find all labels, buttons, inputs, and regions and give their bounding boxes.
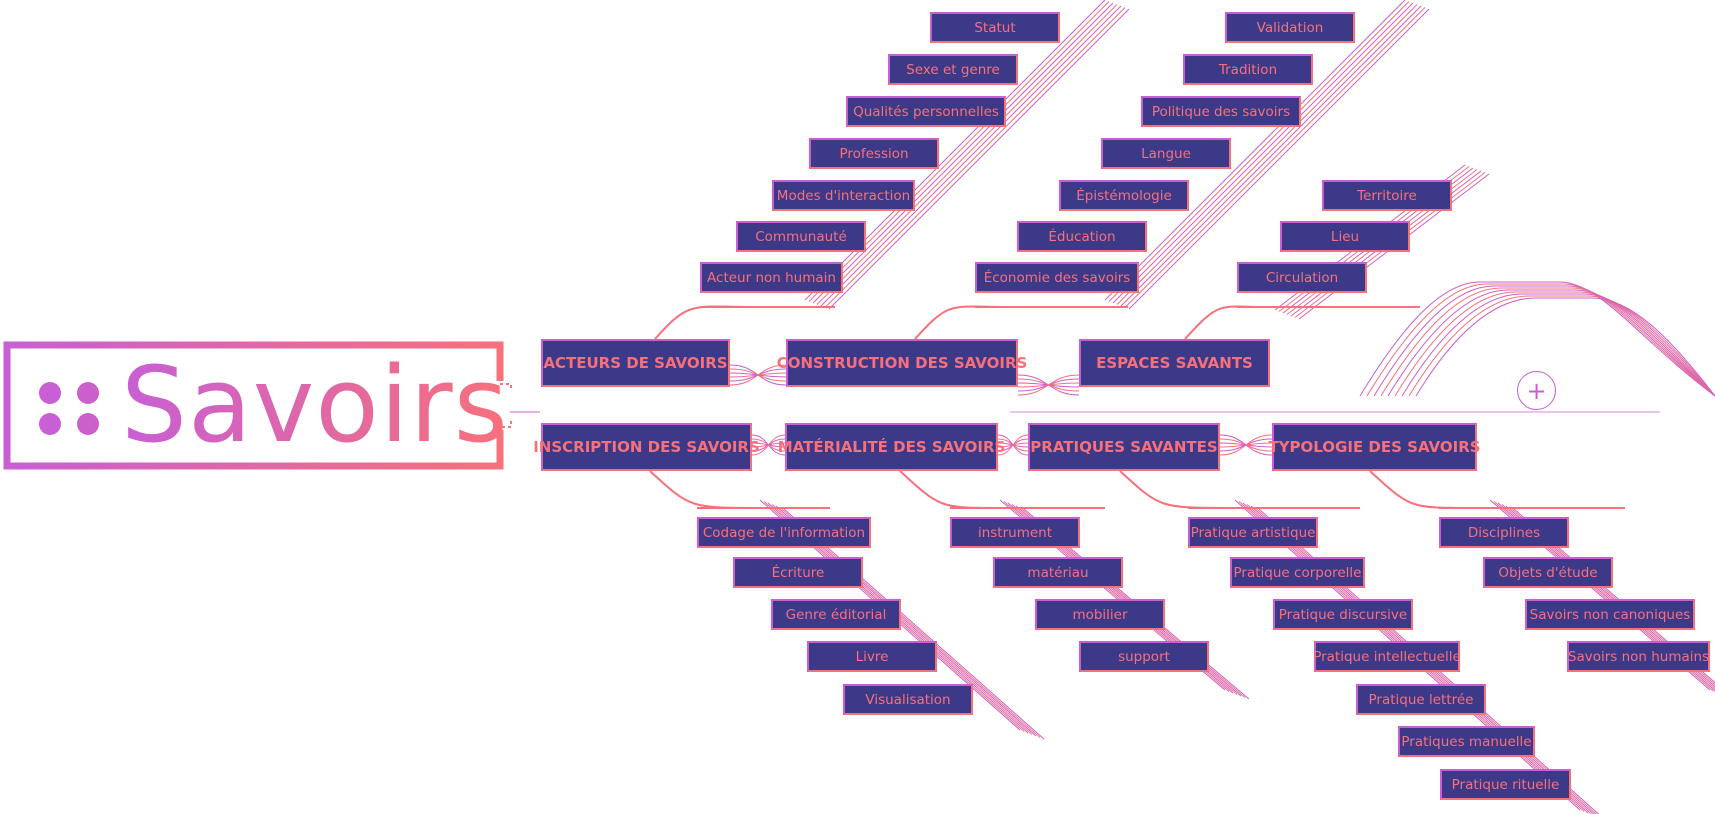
topic-territoire[interactable]: Territoire xyxy=(1322,180,1452,211)
topic-materiau[interactable]: matériau xyxy=(993,557,1123,588)
topic-communaute[interactable]: Communauté xyxy=(736,221,866,252)
topic-pratique-rituelle[interactable]: Pratique rituelle xyxy=(1440,769,1571,800)
logo-title: Savoirs xyxy=(121,344,509,466)
topic-genre-editorial[interactable]: Genre éditorial xyxy=(771,599,901,630)
topic-lieu[interactable]: Lieu xyxy=(1280,221,1410,252)
topic-pratique-discursive[interactable]: Pratique discursive xyxy=(1273,599,1413,630)
topic-statut[interactable]: Statut xyxy=(930,12,1060,43)
topic-codage-de-l-information[interactable]: Codage de l'information xyxy=(697,517,871,548)
topic-modes-d-interaction[interactable]: Modes d'interaction xyxy=(772,180,915,211)
category-materialite-des-savoirs[interactable]: MATÉRIALITÉ DES SAVOIRS xyxy=(778,423,1005,471)
topic-livre[interactable]: Livre xyxy=(807,641,937,672)
category-espaces-savants[interactable]: ESPACES SAVANTS xyxy=(1079,339,1270,387)
topic-economie-des-savoirs[interactable]: Économie des savoirs xyxy=(975,262,1139,293)
category-typologie-des-savoirs[interactable]: TYPOLOGIE DES SAVOIRS xyxy=(1268,423,1481,471)
topic-disciplines[interactable]: Disciplines xyxy=(1439,517,1569,548)
app-logo: Savoirs xyxy=(3,341,512,470)
topic-pratique-lettree[interactable]: Pratique lettrée xyxy=(1356,684,1486,715)
topic-objets-d-etude[interactable]: Objets d'étude xyxy=(1483,557,1613,588)
topic-support[interactable]: support xyxy=(1079,641,1209,672)
topic-visualisation[interactable]: Visualisation xyxy=(843,684,973,715)
topic-circulation[interactable]: Circulation xyxy=(1237,262,1367,293)
topic-sexe-et-genre[interactable]: Sexe et genre xyxy=(888,54,1018,85)
topic-politique-des-savoirs[interactable]: Politique des savoirs xyxy=(1141,96,1301,127)
category-construction-des-savoirs[interactable]: CONSTRUCTION DES SAVOIRS xyxy=(777,339,1027,387)
topic-pratique-intellectuelle[interactable]: Pratique intellectuelle xyxy=(1313,641,1461,672)
topic-epistemologie[interactable]: Épistémologie xyxy=(1059,180,1189,211)
topic-tradition[interactable]: Tradition xyxy=(1183,54,1313,85)
topic-pratique-artistique[interactable]: Pratique artistique xyxy=(1188,517,1318,548)
topic-langue[interactable]: Langue xyxy=(1101,138,1231,169)
topic-validation[interactable]: Validation xyxy=(1225,12,1355,43)
topic-acteur-non-humain[interactable]: Acteur non humain xyxy=(700,262,843,293)
topic-education[interactable]: Éducation xyxy=(1017,221,1147,252)
topic-pratique-corporelle[interactable]: Pratique corporelle xyxy=(1230,557,1365,588)
topic-pratiques-manuelle[interactable]: Pratiques manuelle xyxy=(1398,726,1535,757)
topic-qualites-personnelles[interactable]: Qualités personnelles xyxy=(846,96,1006,127)
topic-ecriture[interactable]: Écriture xyxy=(733,557,863,588)
topic-savoirs-non-humains[interactable]: Savoirs non humains xyxy=(1567,641,1710,672)
topic-instrument[interactable]: instrument xyxy=(950,517,1080,548)
topic-profession[interactable]: Profession xyxy=(809,138,939,169)
plus-icon[interactable]: + xyxy=(1517,371,1556,410)
category-acteurs-de-savoirs[interactable]: ACTEURS DE SAVOIRS xyxy=(541,339,730,387)
category-pratiques-savantes[interactable]: PRATIQUES SAVANTES xyxy=(1028,423,1220,471)
topic-mobilier[interactable]: mobilier xyxy=(1035,599,1165,630)
topic-savoirs-non-canoniques[interactable]: Savoirs non canoniques xyxy=(1525,599,1695,630)
category-inscription-des-savoirs[interactable]: INSCRIPTION DES SAVOIRS xyxy=(533,423,760,471)
